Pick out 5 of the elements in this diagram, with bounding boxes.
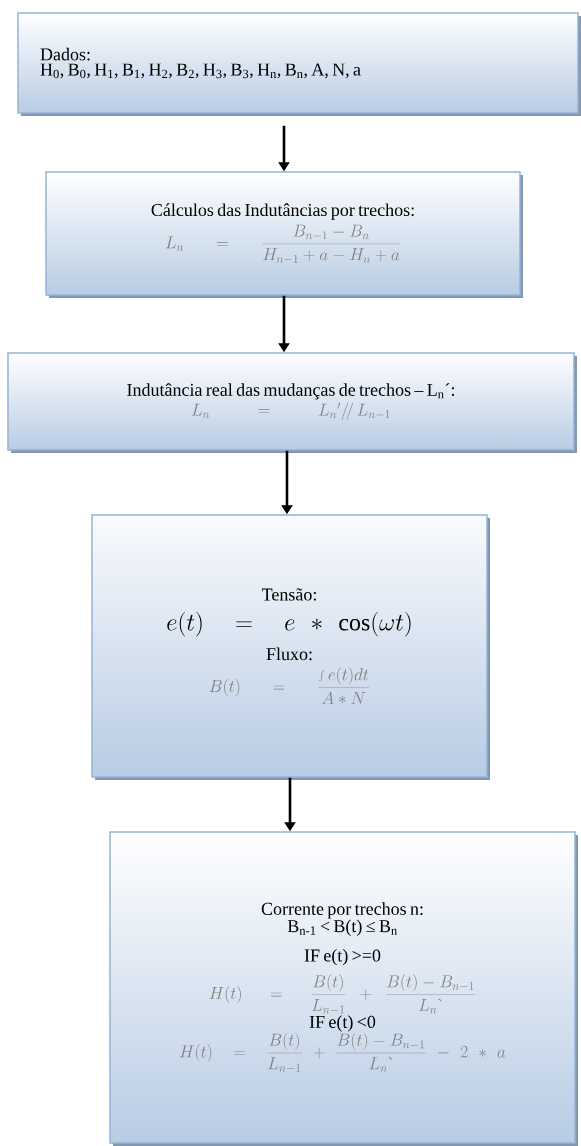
process-box: Indutância real das mudanças de trechos – L$_{n}$´: $L_n = L_n{}'/\!/\, L_{n-1}$ [7, 352, 577, 453]
data-box: Dados: H$_{0}$, B$_{0}$, H$_{1}$, B$_{1}$, H$_{2}$, B$_{2}$, H$_{3}$, B$_{3}$, H$_{n}$, B$_{n}$, A, N, a [17, 12, 581, 116]
process-box: Tensão: $e(t) = e * \cos(\omega t)$ Fluxo: $B(t) = \frac{\int e(t)dt}{A * N}$ [91, 514, 490, 780]
process-box: Cálculos das Indutâncias por trechos: $L_n = \frac{B_{n-1}-B_n}{H_{n-1}+a-H_n+a}$ [45, 171, 523, 298]
process-box: Corrente por trechos n: B$_{n-1}$ < B(t) ≤ B$_{n}$ IF e(t) >=0 $H(t) = \frac{B(t)}{L_{n-1}} + \frac{B(t) - B_{n-1}}{L_n\mbox{\textasciigrave}}$ IF e(t) <0 $H(t) = \frac{B(t)}{L_{n-1}} + \frac{B(t) - B_{n-1}}{L_n\mbox{\textasciigrave}} - 2 * a$ [109, 831, 578, 1146]
